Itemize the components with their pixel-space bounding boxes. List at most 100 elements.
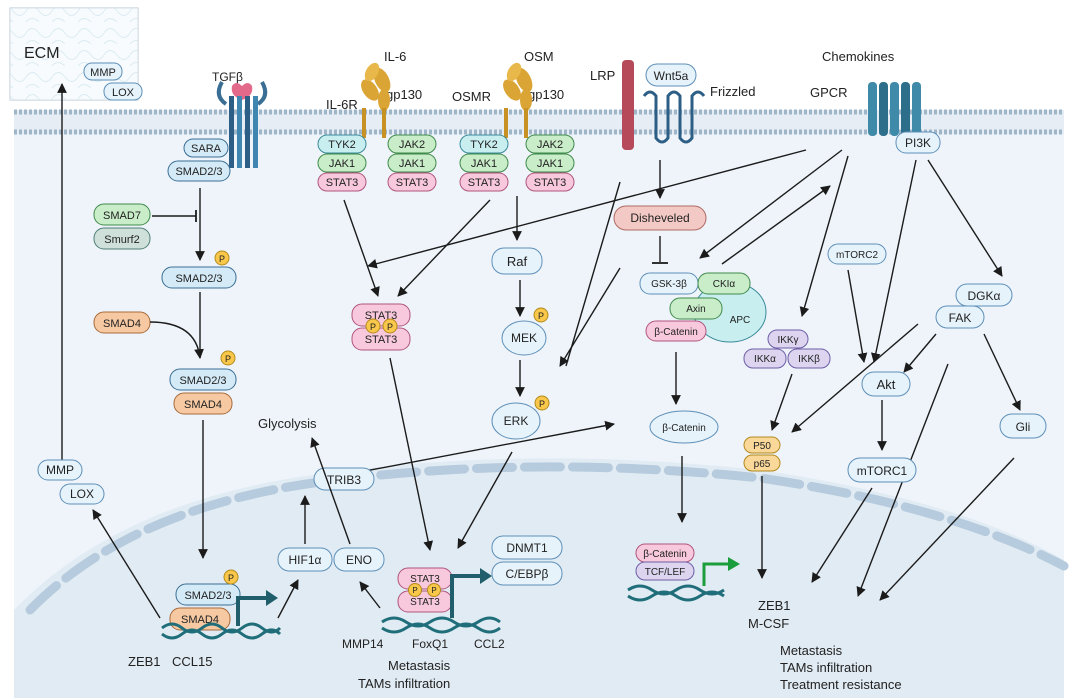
mmp14: MMP14 [342,637,384,651]
outcome-right-metastasis: Metastasis [780,643,843,658]
outcome-right-tams: TAMs infiltration [780,660,872,675]
svg-text:Wnt5a: Wnt5a [654,69,689,83]
smurf2: Smurf2 [93,227,151,250]
svg-text:DGKα: DGKα [968,289,1001,303]
svg-text:gp130: gp130 [386,87,422,102]
svg-text:Frizzled: Frizzled [710,84,756,99]
svg-text:ERK: ERK [504,414,529,428]
svg-text:SMAD4: SMAD4 [103,318,141,330]
svg-text:Axin: Axin [686,304,705,315]
svg-text:JAK1: JAK1 [399,158,425,170]
svg-text:STAT3: STAT3 [396,177,429,189]
svg-text:TRIB3: TRIB3 [327,473,361,487]
svg-text:JAK1: JAK1 [329,158,355,170]
dnmt1: DNMT1 [491,535,563,560]
svg-text:JAK1: JAK1 [471,158,497,170]
osm-receptor: OSM OSMR gp130 [452,49,564,138]
gli: Gli [999,413,1047,439]
svg-text:ENO: ENO [346,553,372,567]
smad-complex-nucleus: SMAD2/3 SMAD4 P [169,569,241,631]
svg-text:STAT3: STAT3 [410,574,440,585]
gpcr: Chemokines GPCR [810,49,921,136]
svg-text:HIF1α: HIF1α [289,553,322,567]
svg-text:JAK2: JAK2 [399,139,425,151]
svg-text:β-Catenin: β-Catenin [662,423,706,434]
svg-text:PI3K: PI3K [905,136,931,150]
svg-text:P: P [538,311,544,321]
zeb1-smad: ZEB1 [128,654,161,669]
svg-text:IL-6: IL-6 [384,49,406,64]
svg-text:P: P [387,322,393,332]
arrow-trib3-bcat [359,420,615,473]
svg-text:LOX: LOX [112,87,135,99]
svg-text:APC: APC [730,315,751,326]
il6-jak-right: JAK2 JAK1 STAT3 [387,134,437,192]
arrow-erk-nucleus [457,451,513,549]
arrow-ikk-nfkb [770,373,793,431]
arrow-osm-stat3 [397,199,491,297]
hif1a: HIF1α [277,547,333,572]
svg-text:OSM: OSM [524,49,554,64]
arrow-wnt-to-erk [559,267,621,367]
svg-text:LOX: LOX [70,487,94,501]
svg-text:P50: P50 [753,441,771,452]
svg-text:TYK2: TYK2 [470,139,498,151]
ccl15: CCL15 [172,654,212,669]
svg-text:STAT3: STAT3 [326,177,359,189]
ccl2: CCL2 [474,637,505,651]
svg-text:P: P [370,322,376,332]
svg-text:SMAD4: SMAD4 [184,399,222,411]
svg-text:P: P [431,586,436,595]
dna-smad [161,590,282,640]
svg-text:STAT3: STAT3 [410,597,440,608]
zeb1-right: ZEB1 [758,598,791,613]
lrp-frizzled: LRP Wnt5a Frizzled [590,60,756,150]
stat3-dimer-nucleus: STAT3 STAT3 P P [397,567,453,613]
mmp-cytoplasm: MMP [37,459,83,481]
outcome-mid-tams: TAMs infiltration [358,676,450,691]
svg-text:FAK: FAK [949,311,972,325]
tgfb-label: TGFβ [212,70,243,84]
svg-text:P: P [225,354,231,364]
svg-text:IKKα: IKKα [754,354,776,365]
tgfb-receptor: TGFβ [212,70,268,168]
svg-text:STAT3: STAT3 [534,177,567,189]
outcome-mid-metastasis: Metastasis [388,658,451,673]
eno: ENO [333,547,385,572]
arrow-mtorc1-nucleus [811,487,873,583]
beta-catenin-free: β-Catenin [649,410,719,444]
arrow-mtorc2-akt [847,269,868,363]
arrow-fak-gli [983,333,1021,411]
svg-text:mTORC2: mTORC2 [836,250,878,261]
smad7: SMAD7 [93,203,151,226]
erk: ERK P [491,395,550,440]
trib3: TRIB3 [313,467,375,491]
svg-text:SMAD2/3: SMAD2/3 [179,375,226,387]
svg-text:DNMT1: DNMT1 [506,541,548,555]
svg-text:STAT3: STAT3 [365,334,398,346]
svg-text:LRP: LRP [590,68,615,83]
sara: SARA [183,138,229,158]
arrow-dna-hif [277,579,299,619]
svg-text:SMAD2/3: SMAD2/3 [175,166,222,178]
svg-text:gp130: gp130 [528,87,564,102]
arrow-fak-nfkb [791,323,919,433]
smad-complex-cytoplasm: SMAD2/3 SMAD4 P [169,350,237,415]
svg-text:STAT3: STAT3 [468,177,501,189]
dna-stat3 [381,568,501,634]
arrow-gpcr-gsk [699,149,843,259]
akt: Akt [861,371,911,397]
arrow-complex-gpcr [721,185,831,265]
svg-text:CKIα: CKIα [713,279,736,290]
svg-text:mTORC1: mTORC1 [857,464,908,478]
ikk-complex: IKKγ IKKα IKKβ [743,329,831,369]
lox-cytoplasm: LOX [59,483,105,505]
svg-text:GSK-3β: GSK-3β [651,279,687,290]
pi3k: PI3K [895,131,941,154]
svg-text:SMAD2/3: SMAD2/3 [184,590,231,602]
svg-text:P: P [412,586,417,595]
arrow-gpcr-ikk [799,155,849,317]
arrow-gpcr-stat3 [367,149,807,269]
svg-text:β-Catenin: β-Catenin [643,549,687,560]
